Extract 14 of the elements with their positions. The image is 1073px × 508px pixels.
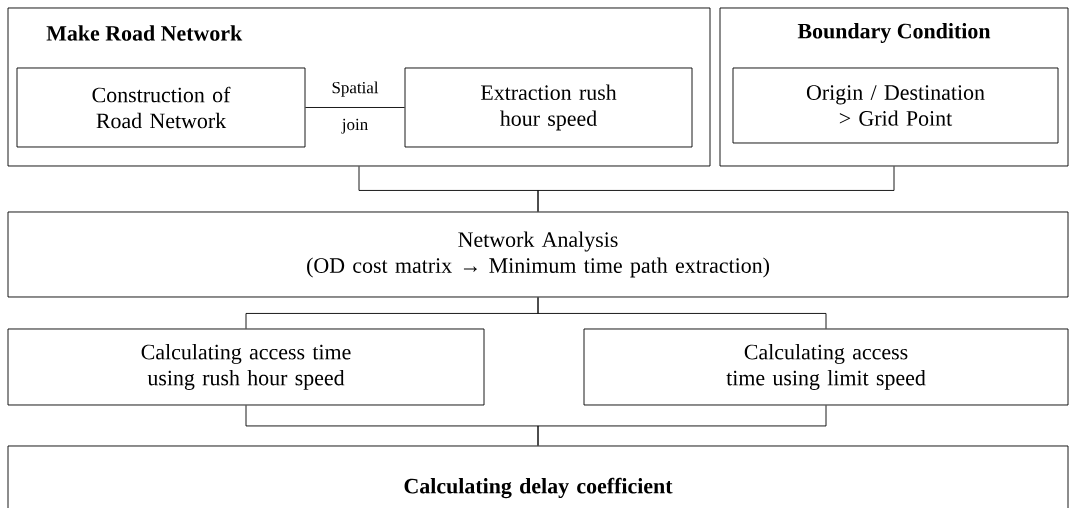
edge-label: Spatial join: [332, 81, 379, 134]
connector-line: [305, 107, 405, 108]
connector-line: [537, 297, 827, 329]
panel-heading: Boundary Condition: [797, 23, 991, 43]
process-box: Origin / Destination > Grid Point: [732, 67, 1059, 144]
process-box: Extraction rush hour speed: [404, 67, 693, 148]
process-box: Calculating access time using rush hour speed: [7, 328, 485, 406]
result-box: Calculating delay coefficient: [7, 445, 1069, 508]
process-box: Calculating access time using limit speed: [583, 328, 1069, 406]
process-box: Construction of Road Network: [16, 67, 306, 148]
process-box: Network Analysis (OD cost matrix → Minimum time path extraction): [7, 211, 1069, 298]
connector-line: [537, 166, 895, 212]
panel-heading: Make Road Network: [46, 25, 243, 41]
connector-line: [537, 405, 827, 446]
